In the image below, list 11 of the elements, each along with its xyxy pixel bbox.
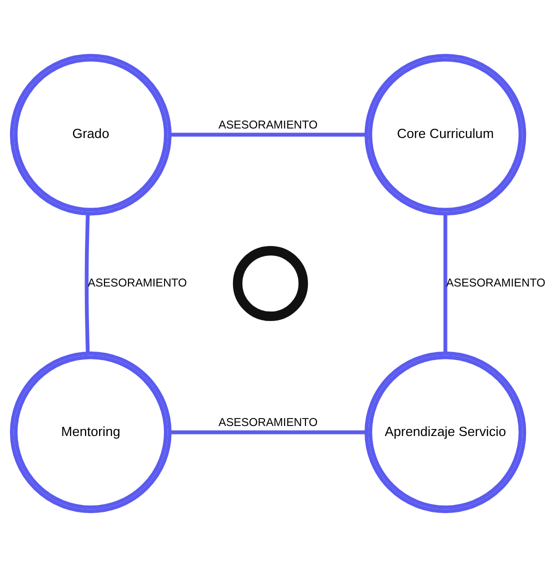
node-circle: Grado	[10, 53, 172, 216]
node-circle: Core Curriculum	[364, 53, 526, 216]
connector	[84, 213, 90, 353]
connector	[170, 430, 366, 434]
node-circle: Mentoring	[10, 350, 172, 513]
edge-label: ASESORAMIENTO	[218, 416, 318, 429]
node-circle: Aprendizaje Servicio	[364, 350, 526, 513]
connector	[443, 213, 448, 353]
edge-label: ASESORAMIENTO	[218, 119, 318, 132]
connector	[170, 132, 366, 136]
node-person	[232, 245, 308, 321]
